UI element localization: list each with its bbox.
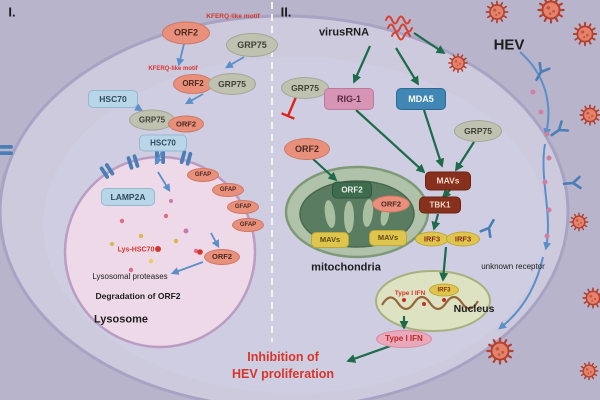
lysosomal-proteases-label: Lysosomal proteases bbox=[92, 272, 168, 281]
virus-rna-label: virusRNA bbox=[318, 26, 370, 39]
lamp2a-receptor: LAMP2A bbox=[101, 188, 155, 206]
hev-virion-icon bbox=[537, 0, 565, 24]
grp75-protein: GRP75 bbox=[281, 77, 329, 99]
kferq-motif-label-mid: KFERQ-like motif bbox=[148, 66, 198, 72]
gfap-protein: GFAP bbox=[212, 183, 244, 197]
orf2-protein: ORF2 bbox=[168, 115, 204, 133]
lysosome-label: Lysosome bbox=[93, 313, 149, 326]
unknown-receptor-label: unknown receptor bbox=[481, 262, 545, 271]
hev-label: HEV bbox=[493, 36, 525, 54]
green-signal-arrows bbox=[311, 32, 475, 363]
orf2-protein-mitochondria: ORF2 bbox=[332, 181, 372, 199]
orf2-protein: ORF2 bbox=[204, 249, 240, 265]
mavs-adaptor-mitochondria: MAVs bbox=[311, 232, 349, 248]
lys-hsc70-label: Lys-HSC70 bbox=[117, 246, 155, 254]
grp75-protein: GRP75 bbox=[129, 109, 175, 131]
vesicle-dot-trail bbox=[530, 89, 552, 239]
orf2-protein: ORF2 bbox=[173, 74, 213, 94]
nucleus-label: Nucleus bbox=[453, 302, 495, 315]
hsc70-protein: HSC70 bbox=[88, 90, 138, 108]
inhibition-tbar bbox=[281, 96, 298, 120]
grp75-protein: GRP75 bbox=[226, 33, 278, 57]
degradation-of-orf2-label: Degradation of ORF2 bbox=[95, 290, 181, 301]
type1-ifn-gene-label: Type I IFN bbox=[394, 289, 426, 297]
kferq-motif-label-top: KFERQ-like motif bbox=[206, 12, 260, 20]
hsc70-protein: HSC70 bbox=[139, 134, 187, 152]
dna-strand-icon bbox=[381, 295, 479, 311]
irf3-factor-nucleus: IRF3 bbox=[429, 283, 459, 297]
gfap-protein: GFAP bbox=[227, 200, 259, 214]
grp75-protein: GRP75 bbox=[454, 120, 502, 142]
mitochondria-label: mitochondria bbox=[311, 261, 381, 274]
grp75-protein: GRP75 bbox=[208, 73, 256, 95]
irf3-factor: IRF3 bbox=[415, 231, 449, 247]
tbk1-kinase: TBK1 bbox=[419, 196, 461, 214]
hev-virion-icon bbox=[569, 212, 589, 232]
panel-label-left: I. bbox=[8, 4, 16, 20]
mavs-adaptor: MAVs bbox=[425, 171, 471, 191]
orf2-protein: ORF2 bbox=[162, 21, 210, 45]
nucleus-shape bbox=[375, 270, 491, 332]
hev-virion-icon bbox=[582, 287, 600, 309]
hev-virion-icon bbox=[485, 0, 509, 24]
membrane-channel-icon bbox=[0, 145, 13, 155]
orf2-protein: ORF2 bbox=[284, 138, 330, 160]
inhibition-title-line1: Inhibition of bbox=[247, 349, 319, 364]
virus-rna-icon bbox=[385, 15, 413, 41]
rig1-sensor: RIG-1 bbox=[324, 88, 374, 110]
panel-label-right: II. bbox=[280, 4, 292, 20]
orf2-protein-mitochondria: ORF2 bbox=[372, 195, 410, 213]
type1-ifn-secreted: Type I IFN bbox=[376, 330, 432, 348]
gfap-protein: GFAP bbox=[187, 168, 219, 182]
hev-virion-icon bbox=[572, 21, 598, 47]
gfap-protein: GFAP bbox=[232, 218, 264, 232]
hev-virion-icon bbox=[579, 361, 599, 381]
cell-receptor-icon bbox=[547, 120, 570, 141]
irf3-factor: IRF3 bbox=[446, 231, 480, 247]
mavs-adaptor-mitochondria: MAVs bbox=[369, 230, 407, 246]
mitochondria-shape bbox=[284, 165, 430, 259]
mda5-sensor: MDA5 bbox=[396, 88, 446, 110]
inhibition-title-line2: HEV proliferation bbox=[231, 366, 335, 381]
hev-virion-icon bbox=[579, 104, 600, 126]
